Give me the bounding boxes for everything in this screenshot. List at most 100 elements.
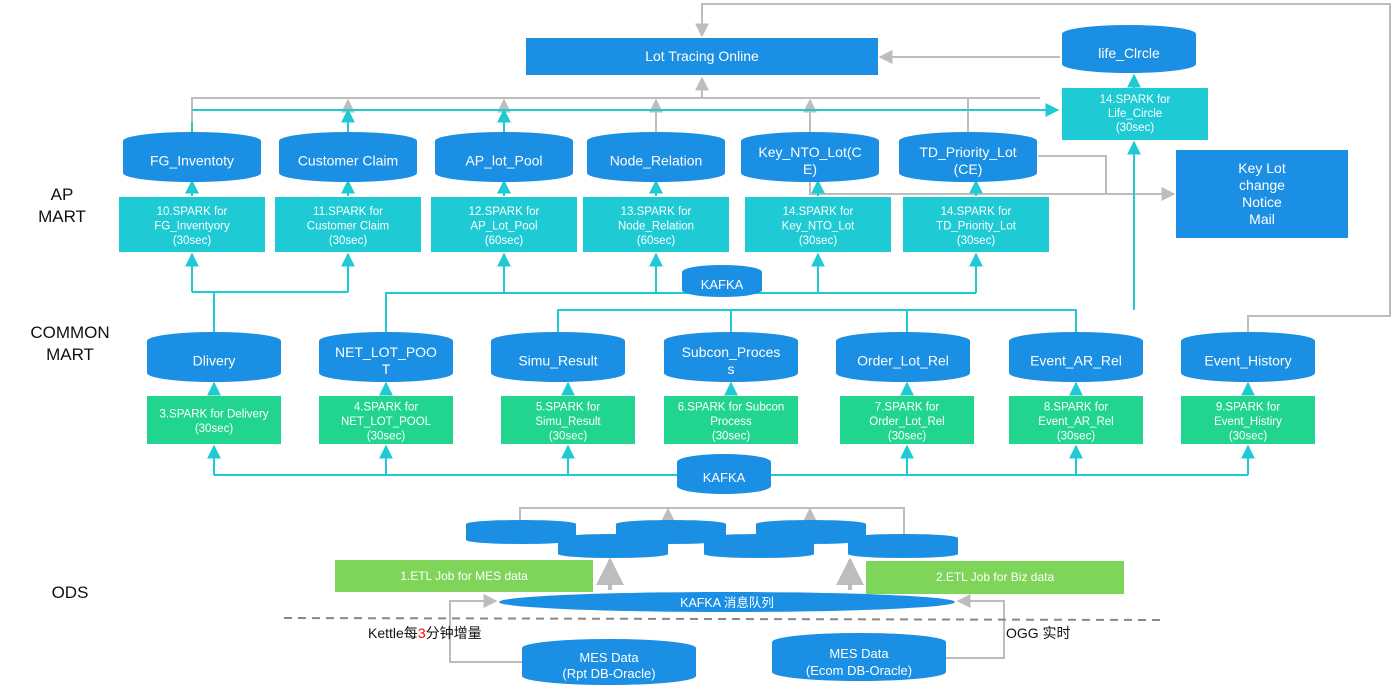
common-table-6: Event_AR_Rel <box>1009 332 1143 382</box>
layer-labels: AP MART COMMON MART ODS <box>30 185 109 602</box>
key-lot-notice-mail: Key Lot change Notice Mail <box>1176 150 1348 238</box>
life-spark-line3: (30sec) <box>1116 122 1155 134</box>
ap-table-6: TD_Priority_Lot(CE) <box>899 132 1037 182</box>
kafka-queue: KAFKA 消息队列 <box>499 592 955 612</box>
ogg-label: OGG 实时 <box>1006 625 1071 641</box>
common-spark-6-line-2: Event_AR_Rel <box>1038 416 1113 428</box>
ap-spark-4-line-3: (60sec) <box>637 235 676 247</box>
mes-ecom-line1: MES Data <box>829 646 889 661</box>
lot-tracing-label: Lot Tracing Online <box>645 48 759 64</box>
teal-connectors <box>185 73 1255 476</box>
common-spark-5-line-1: 7.SPARK for <box>875 401 940 413</box>
common-spark-2-line-1: 4.SPARK for <box>354 401 419 413</box>
mes-rpt-line1: MES Data <box>579 650 639 665</box>
ap-spark-5-line-1: 14.SPARK for <box>783 206 854 218</box>
common-table-7: Event_History <box>1181 332 1315 382</box>
ap-spark-1-line-2: FG_Inventyory <box>154 220 230 232</box>
ap-spark-2-line-2: Customer Claim <box>307 220 389 232</box>
life-circle-label: life_Clrcle <box>1098 45 1160 61</box>
layer-ods: ODS <box>52 583 89 602</box>
life-spark-line1: 14.SPARK for <box>1100 94 1171 106</box>
ap-spark-2-line-3: (30sec) <box>329 235 368 247</box>
mes-ecom-db: MES Data (Ecom DB-Oracle) <box>772 633 946 681</box>
common-table-7-label-1: Event_History <box>1204 353 1291 369</box>
ap-table-3-label-1: AP_lot_Pool <box>465 153 542 169</box>
common-table-6-label-1: Event_AR_Rel <box>1030 353 1122 369</box>
common-spark-3-line-1: 5.SPARK for <box>536 401 601 413</box>
common-spark-7-line-3: (30sec) <box>1229 430 1268 442</box>
ap-mart-sparks: 10.SPARK forFG_Inventyory(30sec)11.SPARK… <box>119 197 1049 252</box>
common-table-4-label-2: s <box>728 361 735 377</box>
ap-spark-5-line-2: Key_NTO_Lot <box>782 220 855 232</box>
ap-spark-4-line-1: 13.SPARK for <box>621 206 692 218</box>
ap-table-6-label-2: (CE) <box>954 161 983 177</box>
ap-spark-5-line-3: (30sec) <box>799 235 838 247</box>
layer-common-line2: MART <box>46 345 94 364</box>
ap-table-6-label-1: TD_Priority_Lot <box>919 144 1016 160</box>
ap-spark-6-line-1: 14.SPARK for <box>941 206 1012 218</box>
ap-table-4-label-1: Node_Relation <box>610 153 703 169</box>
etl-mes-job: 1.ETL Job for MES data <box>335 560 593 592</box>
common-table-2-label-1: NET_LOT_POO <box>335 344 437 360</box>
common-table-2-label-2: T <box>382 361 391 377</box>
ap-spark-4-line-2: Node_Relation <box>618 220 694 232</box>
etl-biz-label: 2.ETL Job for Biz data <box>936 570 1055 584</box>
mes-ecom-line2: (Ecom DB-Oracle) <box>806 663 912 678</box>
ap-table-5: Key_NTO_Lot(CE) <box>741 132 879 182</box>
ap-spark-1-line-3: (30sec) <box>173 235 212 247</box>
ods-staging-tables <box>466 520 958 558</box>
common-table-5: Order_Lot_Rel <box>836 332 970 382</box>
common-mart-tables: DliveryNET_LOT_POOTSimu_ResultSubcon_Pro… <box>147 332 1315 382</box>
kafka-queue-label: KAFKA 消息队列 <box>680 595 774 610</box>
ap-table-2: Customer Claim <box>279 132 417 182</box>
life-spark-line2: Life_Circle <box>1108 108 1162 120</box>
common-spark-3-line-3: (30sec) <box>549 430 588 442</box>
common-spark-2-line-2: NET_LOT_POOL <box>341 416 432 428</box>
ods-table-1 <box>466 520 576 544</box>
ods-table-6 <box>848 534 958 558</box>
common-mart-sparks: 3.SPARK for Delivery(30sec)4.SPARK forNE… <box>147 396 1315 444</box>
kafka-common-cylinder: KAFKA <box>677 454 771 494</box>
kafka-ap-cylinder: KAFKA <box>682 265 762 297</box>
common-table-4-label-1: Subcon_Proces <box>682 344 781 360</box>
common-spark-4-line-1: 6.SPARK for Subcon <box>678 401 785 413</box>
common-table-3-label-1: Simu_Result <box>518 353 597 369</box>
lot-tracing-online: Lot Tracing Online <box>526 38 878 75</box>
etl-biz-job: 2.ETL Job for Biz data <box>866 561 1124 594</box>
common-spark-6-line-3: (30sec) <box>1057 430 1096 442</box>
ap-table-3: AP_lot_Pool <box>435 132 573 182</box>
kafka-common-label: KAFKA <box>703 470 746 485</box>
ap-table-4: Node_Relation <box>587 132 725 182</box>
ap-table-5-label-2: E) <box>803 161 817 177</box>
ods-table-5 <box>756 520 866 544</box>
kettle-label: Kettle每3分钟增量 <box>368 625 482 641</box>
common-spark-6-line-1: 8.SPARK for <box>1044 401 1109 413</box>
common-spark-2-line-3: (30sec) <box>367 430 406 442</box>
layer-ap-line2: MART <box>38 207 86 226</box>
common-spark-1-line-1: 3.SPARK for Delivery <box>159 409 268 421</box>
ap-spark-2-line-1: 11.SPARK for <box>313 206 383 218</box>
life-circle-spark: 14.SPARK for Life_Circle (30sec) <box>1062 88 1208 140</box>
ods-separator <box>283 617 1161 621</box>
key-lot-line2: change <box>1239 177 1285 193</box>
common-spark-3-line-2: Simu_Result <box>535 416 601 428</box>
common-spark-5-line-3: (30sec) <box>888 430 927 442</box>
common-table-5-label-1: Order_Lot_Rel <box>857 353 949 369</box>
layer-ap-line1: AP <box>51 185 74 204</box>
layer-common-line1: COMMON <box>30 323 109 342</box>
kafka-ap-label: KAFKA <box>701 277 744 292</box>
common-spark-5-line-2: Order_Lot_Rel <box>869 416 944 428</box>
